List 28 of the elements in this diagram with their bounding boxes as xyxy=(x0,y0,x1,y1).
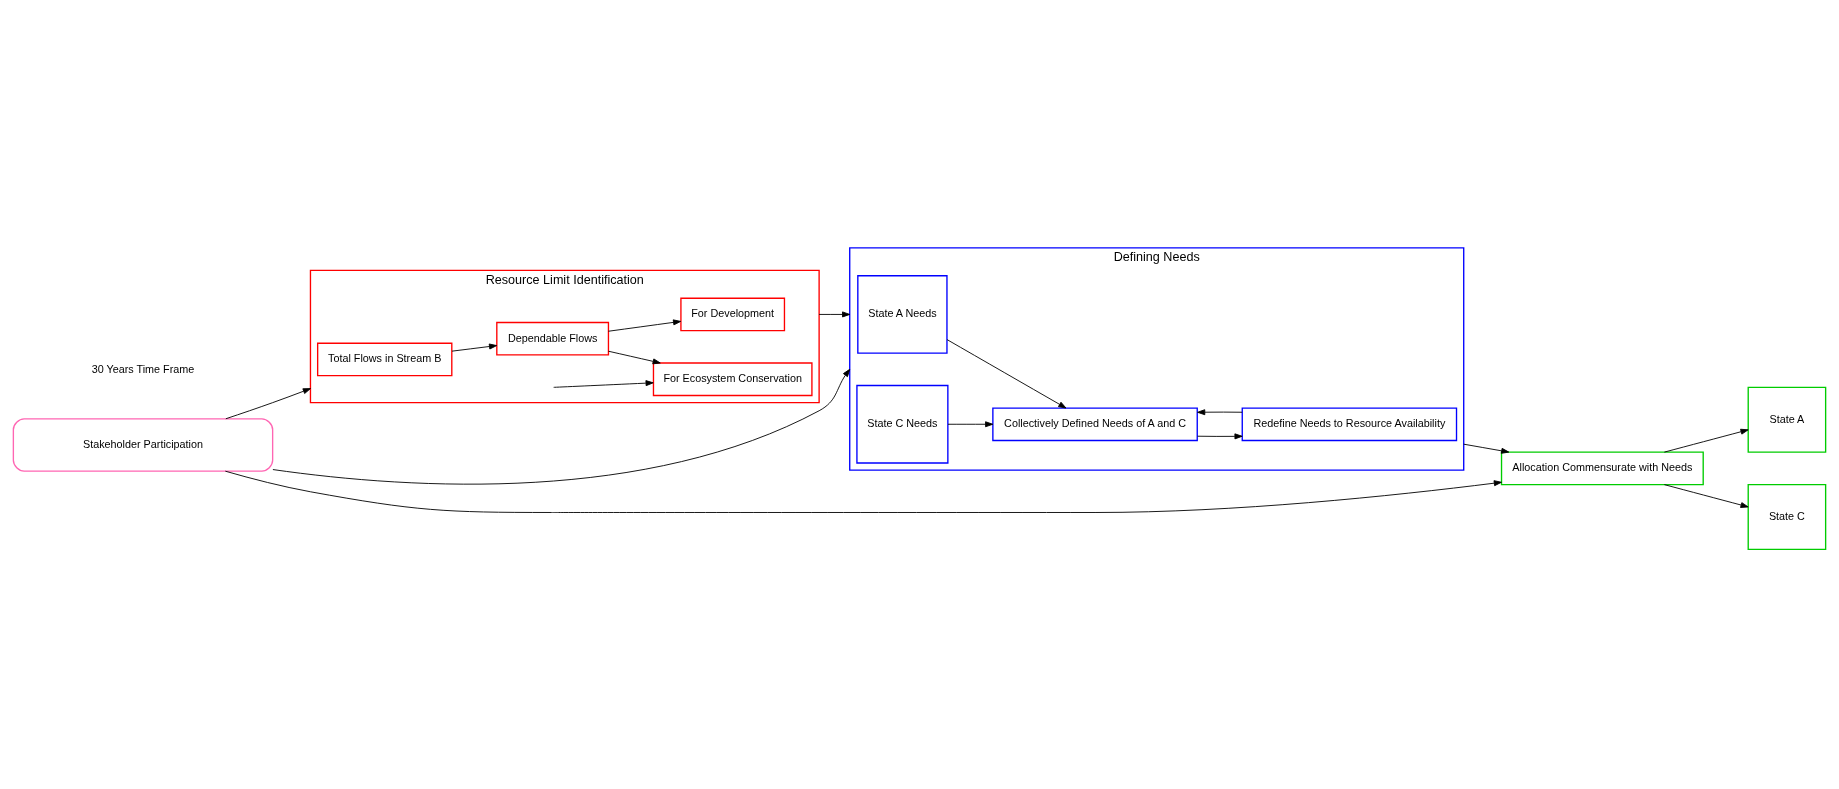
node-box: Dependable Flows xyxy=(496,321,610,356)
node-box: For Development xyxy=(680,297,786,331)
arrow xyxy=(553,379,654,388)
arrow xyxy=(272,368,851,484)
node-box: State A xyxy=(1747,386,1827,453)
node-box: Total Flows in Stream B xyxy=(317,342,453,376)
label: 30 Years Time Frame xyxy=(91,362,195,375)
node-box: State A Needs xyxy=(857,274,948,354)
node-box: Redefine Needs to Resource Availability xyxy=(1241,406,1458,441)
node-box: Collectively Defined Needs of A and C xyxy=(992,406,1198,441)
arrow xyxy=(225,387,311,419)
arrow xyxy=(1197,432,1243,439)
arrow xyxy=(608,318,682,332)
arrow xyxy=(947,420,994,427)
node-box: State C xyxy=(1747,483,1827,550)
arrow xyxy=(451,343,498,352)
arrow xyxy=(1197,408,1243,415)
node-box: For Ecosystem Conservation xyxy=(652,361,813,396)
arrow xyxy=(1663,428,1749,453)
arrow xyxy=(946,338,1067,408)
arrow xyxy=(1663,483,1749,508)
arrow xyxy=(1463,443,1510,454)
node-box: Stakeholder Participation xyxy=(12,417,274,472)
arrow xyxy=(608,350,661,364)
node-box: State C Needs xyxy=(856,384,949,464)
node-box: Allocation Commensurate with Needs xyxy=(1500,451,1704,485)
arrow xyxy=(818,310,851,317)
arrow xyxy=(224,470,1502,513)
